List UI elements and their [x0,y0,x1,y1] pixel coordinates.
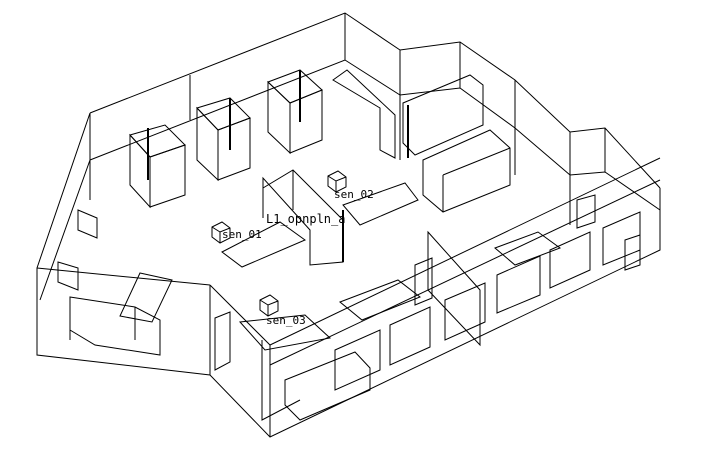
center-furniture [221,169,562,321]
sensor-icon-01[interactable] [211,221,231,244]
zone-label: L1_opnpln_a [266,212,346,226]
sensor-label-02: sen_02 [334,188,374,201]
sensor-label-01: sen_01 [222,228,262,241]
outer-walls [36,12,661,438]
sensor-label-03: sen_03 [266,314,306,327]
sensor-icon-03[interactable] [259,294,279,317]
left-furniture [57,209,231,371]
shelving-units [129,69,511,213]
sensor-icon-02[interactable] [327,170,347,193]
front-counter [238,194,641,421]
